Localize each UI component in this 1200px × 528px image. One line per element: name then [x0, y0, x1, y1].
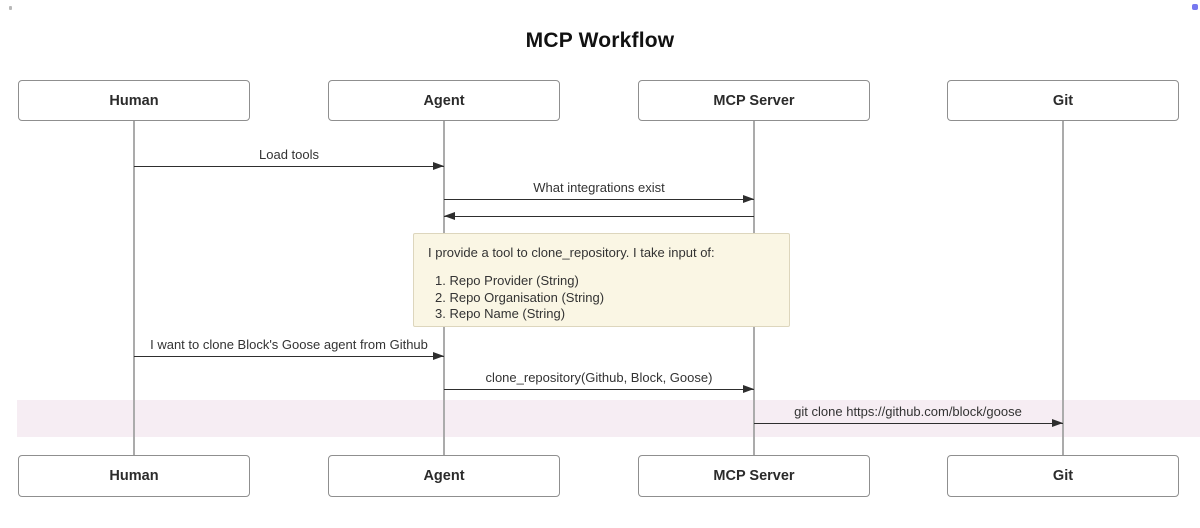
note-intro: I provide a tool to clone_repository. I … [428, 245, 715, 260]
lifeline-git [1062, 121, 1064, 455]
arrowhead-icon [743, 385, 754, 393]
arrowhead-icon [743, 195, 754, 203]
actor-label: Git [1052, 468, 1074, 484]
diagram-title: MCP Workflow [525, 29, 675, 52]
message-line [444, 216, 754, 217]
arrowhead-icon [433, 162, 444, 170]
actor-bottom-mcp-server: MCP Server [638, 455, 870, 497]
cursor-dot [1192, 4, 1198, 10]
lifeline-human [133, 121, 135, 455]
actor-label: Agent [423, 468, 465, 484]
actor-label: MCP Server [713, 468, 795, 484]
arrowhead-icon [444, 212, 455, 220]
message-line [134, 166, 444, 167]
screen-artifact-dot [9, 6, 12, 10]
actor-top-mcp-server: MCP Server [638, 80, 870, 121]
actor-top-agent: Agent [328, 80, 560, 121]
note-item: 3. Repo Name (String) [435, 306, 566, 321]
message-label: git clone https://github.com/block/goose [794, 404, 1022, 419]
message-line [754, 423, 1063, 424]
message-line [444, 389, 754, 390]
actor-bottom-agent: Agent [328, 455, 560, 497]
arrowhead-icon [433, 352, 444, 360]
note-box: I provide a tool to clone_repository. I … [413, 233, 790, 327]
actor-top-git: Git [947, 80, 1179, 121]
message-label: I want to clone Block's Goose agent from… [150, 337, 428, 352]
note-item: 2. Repo Organisation (String) [435, 289, 605, 305]
actor-bottom-git: Git [947, 455, 1179, 497]
message-label: What integrations exist [533, 180, 665, 195]
note-item: 1. Repo Provider (String) [435, 273, 579, 288]
message-line [134, 356, 444, 357]
actor-label: Human [109, 468, 159, 484]
message-label: clone_repository(Github, Block, Goose) [485, 370, 713, 385]
note-list: 1. Repo Provider (String) 2. Repo Organi… [428, 273, 775, 323]
arrowhead-icon [1052, 419, 1063, 427]
message-label: Load tools [259, 147, 319, 162]
actor-label: MCP Server [713, 92, 795, 109]
actor-top-human: Human [18, 80, 250, 121]
message-line [444, 199, 754, 200]
highlight-band [17, 400, 1200, 437]
actor-bottom-human: Human [18, 455, 250, 497]
actor-label: Git [1052, 92, 1074, 109]
actor-label: Agent [423, 92, 465, 109]
actor-label: Human [109, 92, 159, 109]
